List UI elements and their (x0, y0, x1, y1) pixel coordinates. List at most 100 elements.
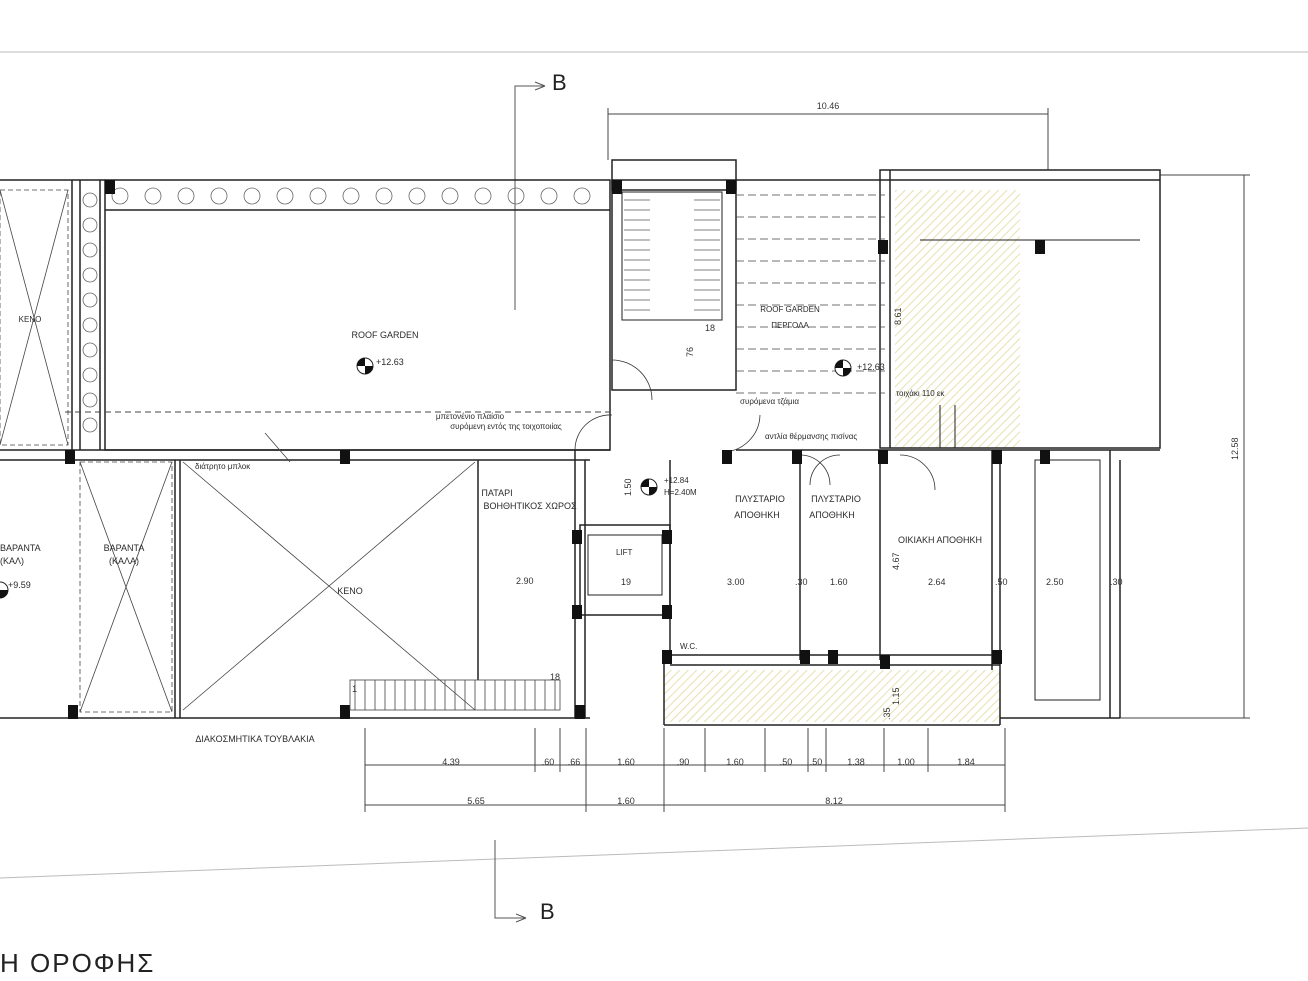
dim-row1-8: 1.38 (847, 757, 865, 767)
planter (243, 187, 261, 205)
dim-top: 10.46 (816, 101, 840, 111)
planter (342, 187, 360, 205)
column (572, 605, 582, 619)
dim-row2-2: 8.12 (825, 796, 843, 806)
planter-row (82, 187, 591, 433)
planter (82, 217, 98, 233)
dim-row1-6: .50 (779, 757, 793, 767)
dim-lift-num: 19 (621, 577, 632, 587)
level-hall: +12.84 (664, 476, 689, 485)
dim-small-b: .50 (995, 577, 1008, 587)
planter (441, 187, 459, 205)
column (880, 655, 890, 669)
lower-floor-walls (0, 449, 1160, 726)
note-toixaki: τοιχάκι 110 εκ (896, 389, 945, 398)
stair-outline (349, 679, 561, 711)
planter (375, 187, 393, 205)
dim-bottom-v: 1.15 (891, 687, 901, 705)
bottom-dimensions (364, 728, 1006, 812)
planter (144, 187, 162, 205)
column (662, 530, 672, 544)
room-oikiaki: ΟΙΚΙΑΚΗ ΑΠΟΘΗΚΗ (897, 535, 983, 545)
stair-block (611, 159, 737, 391)
dim-pergola-v: 8.61 (893, 307, 903, 325)
columns (65, 180, 1050, 719)
level-markers (0, 357, 852, 599)
dim-stair-18: 18 (550, 672, 561, 682)
planter (82, 292, 98, 308)
planter (276, 187, 294, 205)
column (792, 450, 802, 464)
column (1040, 450, 1050, 464)
room-roof-garden: ROOF GARDEN (351, 330, 419, 340)
column (662, 605, 672, 619)
sheet-title: Η ΟΡΟΦΗΣ (0, 948, 156, 978)
planter (82, 242, 98, 258)
column (65, 450, 75, 464)
level-varanta: +9.59 (8, 580, 31, 590)
dim-stair-2: 76 (685, 346, 695, 357)
planter (210, 187, 228, 205)
stair-treads (624, 199, 720, 311)
planter (540, 187, 558, 205)
room-varanta-1: ΒΑΡΑΝΤΑ (0, 543, 41, 553)
room-roof-garden-pergola: ROOF GARDEN (760, 305, 820, 314)
dim-row1-9: 1.00 (897, 757, 915, 767)
planter (82, 267, 98, 283)
planter (82, 317, 98, 333)
column (575, 705, 585, 719)
planter (474, 187, 492, 205)
dim-small-c: .30 (1110, 577, 1123, 587)
dim-small-a: .30 (795, 577, 808, 587)
hatched-terrace-right (895, 190, 1020, 448)
dim-r4: 2.50 (1046, 577, 1064, 587)
column (992, 650, 1002, 664)
dim-stair-1: 18 (705, 323, 716, 333)
level-marker-fill (0, 582, 8, 598)
planter (111, 187, 129, 205)
planter (82, 342, 98, 358)
room-apothiki-1: ΑΠΟΘΗΚΗ (734, 510, 780, 520)
dim-row1-5: 1.60 (726, 757, 744, 767)
note-mpetoneni-2: συρόμενη εντός της τοιχοποιίας (450, 422, 562, 431)
dim-row1-3: 1.60 (617, 757, 635, 767)
dim-hall-v: 1.50 (623, 478, 633, 496)
planter (82, 417, 98, 433)
column (722, 450, 732, 464)
dim-r3: 2.64 (928, 577, 946, 587)
column (1035, 240, 1045, 254)
section-marker-bottom: B (540, 899, 555, 924)
room-plystario-2: ΠΛΥΣΤΑΡΙΟ (811, 494, 861, 504)
roof-garden-walls (0, 179, 611, 461)
pergola-area (736, 169, 1161, 449)
room-varanta-1-sub: (ΚΑΛ) (0, 556, 25, 566)
label-wc: W.C. (680, 642, 698, 651)
column (340, 705, 350, 719)
section-marker-top: B (552, 70, 567, 95)
column (340, 450, 350, 464)
dim-row1-1: .60 (541, 757, 555, 767)
dim-row2-0: 5.65 (467, 796, 485, 806)
pergola-beams (736, 194, 885, 394)
room-varanta-2-sub: (ΚΑΛΑ) (108, 556, 140, 566)
right-dimension (1120, 174, 1250, 719)
room-apothiki-2: ΑΠΟΘΗΚΗ (809, 510, 855, 520)
dim-row1-10: 1.84 (957, 757, 975, 767)
planter (309, 187, 327, 205)
dim-patari-h: 2.90 (516, 576, 534, 586)
planter (408, 187, 426, 205)
dim-right: 12.58 (1230, 437, 1240, 460)
column (828, 650, 838, 664)
note-diatriito: διάτρητο μπλοκ (195, 462, 251, 471)
dim-row1-2: .66 (567, 757, 581, 767)
dim-bottom-v2: .35 (882, 707, 892, 720)
column (662, 650, 672, 664)
room-patari: ΠΑΤΑΡΙ (481, 488, 513, 498)
column (878, 240, 888, 254)
column (992, 450, 1002, 464)
planter (507, 187, 525, 205)
room-plystario-1: ΠΛΥΣΤΑΡΙΟ (735, 494, 785, 504)
dim-row1-0: 4.39 (442, 757, 460, 767)
level-pergola: +12.63 (857, 362, 885, 372)
